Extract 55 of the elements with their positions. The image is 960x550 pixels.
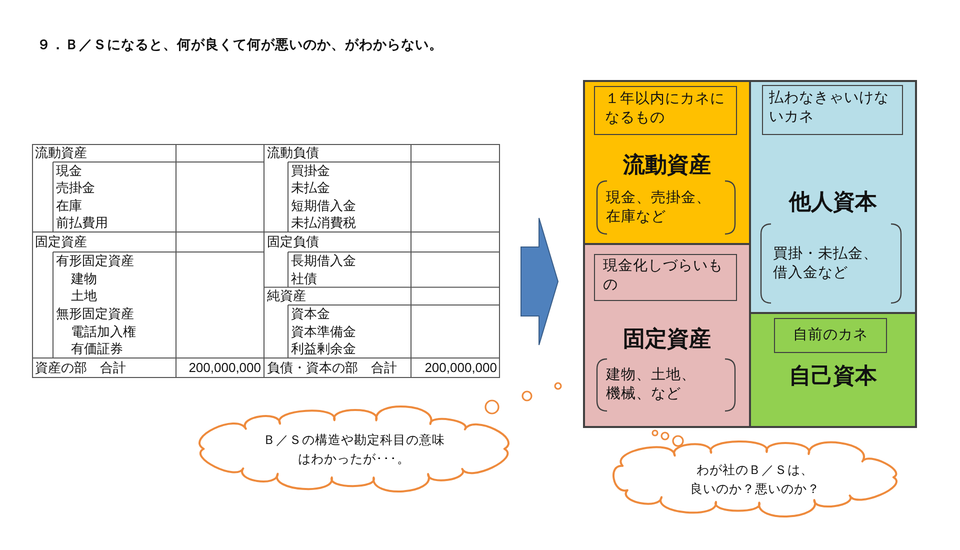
note-box xyxy=(594,86,737,135)
block-heading: 固定資産 xyxy=(623,327,711,353)
account-name: 買掛金 xyxy=(291,162,330,179)
account-name: 社債 xyxy=(291,270,317,286)
account-name: 流動資産 xyxy=(35,145,87,161)
thought-bubble xyxy=(198,405,510,493)
block-arrow xyxy=(520,218,559,346)
account-name: 電話加入権 xyxy=(71,324,136,340)
block-heading: 自己資本 xyxy=(789,364,877,390)
account-name: 資本準備金 xyxy=(291,324,356,340)
note-box xyxy=(594,254,737,301)
quadrant-block xyxy=(750,82,915,313)
account-name: 土地 xyxy=(71,288,97,304)
block-heading: 流動資産 xyxy=(623,153,711,179)
account-name: 固定負債 xyxy=(267,234,319,250)
total-amount: 200,000,000 xyxy=(424,360,497,376)
note-text: 買掛・未払金、借入金など xyxy=(773,244,879,282)
account-name: 現金 xyxy=(56,162,82,179)
account-name: 利益剰余金 xyxy=(291,341,356,358)
total-label: 資産の部 合計 xyxy=(35,360,126,376)
account-name: 無形固定資産 xyxy=(56,306,134,322)
account-name: 流動負債 xyxy=(267,145,319,161)
diagram-frame xyxy=(583,80,917,428)
total-label: 負債・資本の部 合計 xyxy=(267,360,397,376)
quadrant-block xyxy=(750,313,915,426)
account-name: 未払金 xyxy=(291,180,330,196)
account-name: 在庫 xyxy=(56,198,82,214)
note-text: 自前のカネ xyxy=(793,326,868,345)
quadrant-block xyxy=(585,244,750,426)
note-box xyxy=(774,318,887,353)
balance-sheet-table xyxy=(32,144,500,378)
account-name: 建物 xyxy=(71,270,97,286)
note-text: 建物、土地、機械、など xyxy=(606,366,697,404)
account-name: 売掛金 xyxy=(56,180,95,196)
account-name: 前払費用 xyxy=(56,215,108,232)
page-title: ９．Ｂ／Ｓになると、何が良くて何が悪いのか、がわからない。 xyxy=(37,37,443,54)
bubble-text: わが社のＢ／Ｓは、良いのか？悪いのか？ xyxy=(689,461,821,498)
account-name: 固定資産 xyxy=(35,234,87,250)
note-box xyxy=(762,85,903,135)
note-text: 払わなきゃいけないカネ xyxy=(769,89,890,127)
total-amount: 200,000,000 xyxy=(188,360,261,376)
account-name: 有価証券 xyxy=(71,341,123,358)
account-name: 資本金 xyxy=(291,306,330,322)
bubble-text: Ｂ／Ｓの構造や勘定科目の意味はわかったが･･･。 xyxy=(262,431,446,468)
note-text: 現金化しづらいもの xyxy=(603,257,724,295)
account-name: 短期借入金 xyxy=(291,198,356,214)
thought-bubble xyxy=(612,440,898,518)
account-name: 未払消費税 xyxy=(291,215,356,232)
account-name: 有形固定資産 xyxy=(56,252,134,269)
block-heading: 他人資本 xyxy=(789,190,877,216)
account-name: 純資産 xyxy=(267,288,306,304)
quadrant-block xyxy=(585,82,750,244)
account-name: 長期借入金 xyxy=(291,252,356,269)
note-text: １年以内にカネになるもの xyxy=(605,90,726,128)
note-text: 現金、売掛金、在庫など xyxy=(606,188,712,226)
